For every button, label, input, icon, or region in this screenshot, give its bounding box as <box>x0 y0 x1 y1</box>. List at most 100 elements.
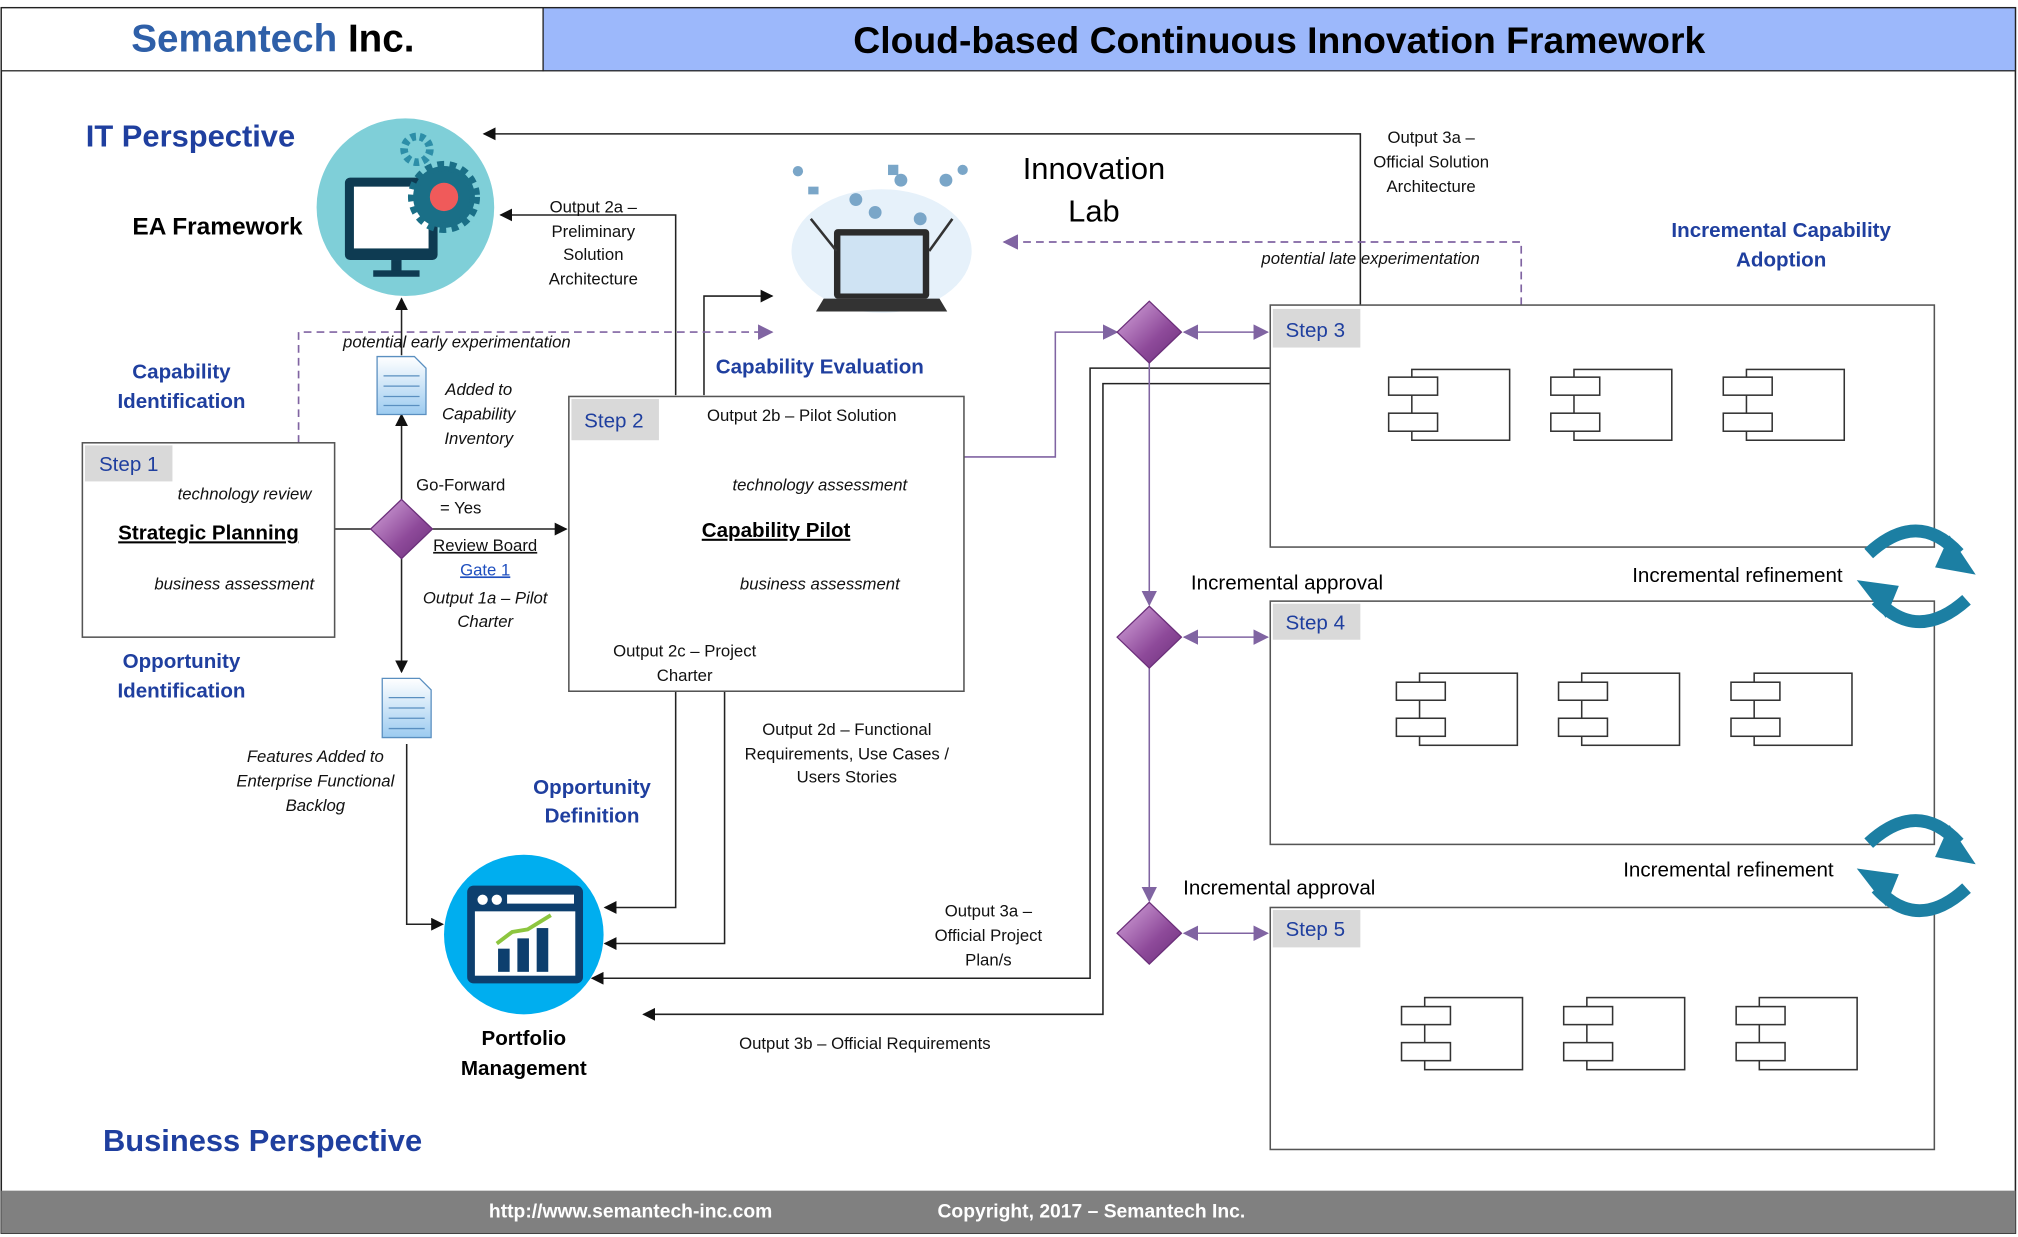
output-1a-label: Output 1a – Pilot <box>423 589 549 608</box>
svg-text:Official Project: Official Project <box>935 926 1043 945</box>
step-label: Step 4 <box>1286 611 1345 634</box>
svg-text:Architecture: Architecture <box>549 269 638 288</box>
svg-text:Requirements, Use Cases /: Requirements, Use Cases / <box>745 744 950 763</box>
component-icon <box>1735 996 1858 1071</box>
output-3a-architecture-label: Output 3a – Official Solution Architectu… <box>1373 128 1489 196</box>
footer-bar <box>1 1190 2016 1234</box>
step-label: Step 3 <box>1286 319 1345 342</box>
incremental-adoption-label: Adoption <box>1736 248 1826 271</box>
late-experimentation-label: potential late experimentation <box>1260 249 1479 268</box>
svg-text:Output 3a –: Output 3a – <box>1387 128 1475 147</box>
added-to-inventory-label: Added to Capability Inventory <box>442 380 517 448</box>
opportunity-definition-label: Opportunity <box>533 776 651 799</box>
svg-text:Solution: Solution <box>563 245 623 264</box>
step-5-box[interactable]: Step 5 <box>1269 906 1936 1151</box>
svg-text:Output 2a –: Output 2a – <box>550 197 638 216</box>
company-header <box>0 7 544 72</box>
incremental-refinement-label: Incremental refinement <box>1632 564 1843 587</box>
svg-text:Enterprise Functional: Enterprise Functional <box>236 771 395 790</box>
business-perspective-label: Business Perspective <box>103 1123 422 1158</box>
output-2c-label: Output 2c – Project <box>613 641 756 660</box>
output-2b-label: Output 2b – Pilot Solution <box>707 406 897 425</box>
svg-text:Preliminary: Preliminary <box>551 222 635 241</box>
svg-text:Users Stories: Users Stories <box>797 768 897 787</box>
step-label: Step 2 <box>584 409 643 432</box>
innovation-lab-icon[interactable] <box>791 164 972 313</box>
company-name: Semantech Inc. <box>131 17 414 60</box>
step-title: Capability Pilot <box>702 519 851 542</box>
go-forward-label: = Yes <box>440 499 481 518</box>
output-1a-label: Charter <box>457 612 514 631</box>
innovation-lab-label-2: Lab <box>1068 193 1120 228</box>
incremental-adoption-label: Incremental Capability <box>1671 219 1891 242</box>
step-label: Step 1 <box>99 453 158 476</box>
decision-diamond-step3[interactable] <box>1116 300 1183 364</box>
innovation-lab-label-1: Innovation <box>1023 151 1165 186</box>
step-label: Step 5 <box>1286 918 1345 941</box>
early-experimentation-label: potential early experimentation <box>342 333 571 352</box>
review-board-label: Review Board <box>433 536 537 555</box>
incremental-approval-label: Incremental approval <box>1183 877 1375 900</box>
svg-text:Output 3a –: Output 3a – <box>945 901 1033 920</box>
component-icon <box>1400 996 1524 1071</box>
ea-framework-icon[interactable] <box>316 118 495 297</box>
connectors <box>297 127 1523 1021</box>
svg-text:Added to: Added to <box>444 380 512 399</box>
output-2d-label: Output 2d – Functional Requirements, Use… <box>745 720 950 787</box>
component-icon <box>1550 368 1673 441</box>
svg-text:Features Added to: Features Added to <box>247 747 384 766</box>
footer-url[interactable]: http://www.semantech-inc.com <box>489 1202 772 1223</box>
output-2c-label: Charter <box>657 666 713 685</box>
component-icon <box>1557 672 1681 747</box>
step-1-box[interactable]: Step 1 technology review Strategic Plann… <box>81 442 336 638</box>
features-backlog-label: Features Added to Enterprise Functional … <box>236 747 395 815</box>
portfolio-management-icon[interactable] <box>444 854 604 1015</box>
refresh-cycle-icon <box>1856 524 1976 628</box>
portfolio-label-1: Portfolio <box>482 1027 567 1050</box>
ea-framework-label: EA Framework <box>132 213 303 240</box>
refresh-cycle-icon <box>1856 814 1976 917</box>
incremental-approval-label: Incremental approval <box>1191 572 1383 595</box>
document-icon <box>381 677 432 739</box>
capability-identification-label: Identification <box>117 390 245 413</box>
svg-text:Backlog: Backlog <box>286 796 346 815</box>
incremental-refinement-label: Incremental refinement <box>1623 859 1834 882</box>
footer-copyright: Copyright, 2017 – Semantech Inc. <box>937 1202 1245 1223</box>
step-3-box[interactable]: Step 3 <box>1269 304 1936 548</box>
component-icon <box>1722 368 1846 441</box>
output-3b-label: Output 3b – Official Requirements <box>739 1034 991 1053</box>
opportunity-identification-label: Opportunity <box>123 650 241 673</box>
capability-evaluation-label: Capability Evaluation <box>716 355 924 378</box>
component-icon <box>1562 996 1686 1071</box>
portfolio-label-2: Management <box>461 1057 587 1080</box>
page-title: Cloud-based Continuous Innovation Framew… <box>853 19 1705 61</box>
svg-text:Architecture: Architecture <box>1387 177 1476 196</box>
review-board-gate-diamond[interactable] <box>369 498 434 560</box>
decision-diamond-step5[interactable] <box>1116 901 1183 966</box>
step-2-box[interactable]: Step 2 Output 2b – Pilot Solution techno… <box>568 395 965 692</box>
step-note: technology assessment <box>732 475 908 494</box>
svg-text:Inventory: Inventory <box>444 429 514 448</box>
output-3a-plan-label: Output 3a – Official Project Plan/s <box>935 901 1043 969</box>
it-perspective-label: IT Perspective <box>86 119 295 154</box>
decision-diamond-step4[interactable] <box>1116 605 1183 669</box>
svg-text:Plan/s: Plan/s <box>965 950 1011 969</box>
title-header <box>542 7 2017 72</box>
component-icon <box>1730 672 1853 747</box>
svg-text:Output 2d – Functional: Output 2d – Functional <box>762 720 931 739</box>
opportunity-definition-label: Definition <box>545 805 640 828</box>
component-icon <box>1387 368 1511 441</box>
step-note: business assessment <box>740 575 901 594</box>
go-forward-label: Go-Forward <box>416 475 505 494</box>
svg-text:Official Solution: Official Solution <box>1373 152 1489 171</box>
gate-1-link[interactable]: Gate 1 <box>460 560 510 579</box>
step-note: technology review <box>178 484 313 503</box>
step-4-box[interactable]: Step 4 <box>1269 600 1936 846</box>
output-2a-label: Output 2a – Preliminary Solution Archite… <box>549 197 638 288</box>
opportunity-identification-label: Identification <box>117 680 245 703</box>
capability-identification-label: Capability <box>132 360 231 383</box>
step-note: business assessment <box>154 575 315 594</box>
step-title: Strategic Planning <box>118 521 299 544</box>
document-icon <box>376 355 427 416</box>
